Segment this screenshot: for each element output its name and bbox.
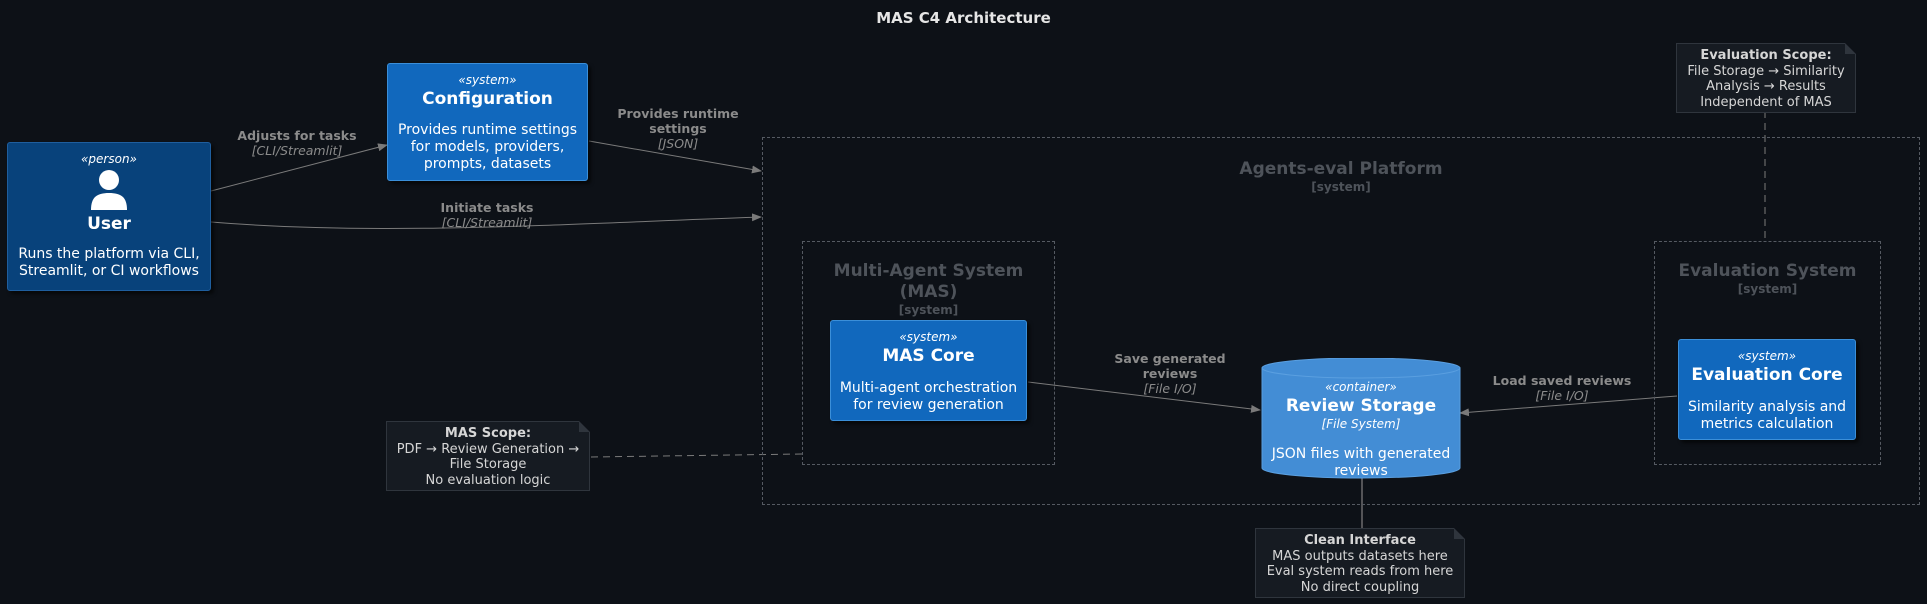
mas-core-node[interactable]: «system» MAS Core Multi-agent orchestrat…: [830, 320, 1027, 421]
configuration-name: Configuration: [422, 89, 553, 109]
platform-title: Agents-eval Platform: [1239, 159, 1443, 179]
edge-initiate: [210, 213, 762, 229]
note-mas-scope-title: MAS Scope:: [444, 426, 532, 441]
note-evaluation-scope: Evaluation Scope: File Storage → Similar…: [1676, 43, 1856, 113]
user-name: User: [87, 214, 131, 234]
configuration-description: Provides runtime settings for models, pr…: [397, 122, 578, 172]
cylinder-icon: [1261, 358, 1461, 479]
eval-system-boundary: Evaluation System [system]: [1654, 241, 1881, 465]
configuration-stereotype: «system»: [458, 73, 517, 87]
configuration-node[interactable]: «system» Configuration Provides runtime …: [387, 63, 588, 181]
edge-adjusts: [210, 143, 388, 192]
note-clean-interface-title: Clean Interface: [1304, 533, 1416, 548]
platform-boundary: Agents-eval Platform [system]: [762, 137, 1920, 505]
review-storage-name: Review Storage: [1285, 396, 1437, 416]
edge-label-adjusts: Adjusts for tasks [CLI/Streamlit]: [237, 128, 357, 158]
eval-system-title: Evaluation System: [1678, 261, 1857, 281]
evaluation-core-description: Similarity analysis and metrics calculat…: [1687, 399, 1847, 432]
note-clean-interface: Clean Interface MAS outputs datasets her…: [1255, 528, 1465, 598]
note-eval-scope-title: Evaluation Scope:: [1700, 48, 1832, 63]
review-storage-technology: [File System]: [1321, 417, 1401, 431]
edge-label-initiate: Initiate tasks [CLI/Streamlit]: [440, 200, 534, 230]
platform-type: [system]: [1311, 180, 1371, 194]
review-storage-stereotype: «container»: [1325, 380, 1397, 394]
review-storage-description: JSON files with generated reviews: [1271, 446, 1451, 479]
note-mas-scope: MAS Scope: PDF → Review Generation → Fil…: [386, 421, 590, 491]
review-storage-node[interactable]: «container» Review Storage [File System]…: [1261, 358, 1461, 480]
user-node[interactable]: «person» User Runs the platform via CLI,…: [7, 142, 211, 291]
user-description: Runs the platform via CLI, Streamlit, or…: [18, 246, 200, 279]
person-icon: [91, 170, 127, 210]
mas-system-boundary: Multi-Agent System (MAS) [system]: [802, 241, 1055, 465]
mas-core-stereotype: «system»: [899, 330, 958, 344]
mas-core-description: Multi-agent orchestration for review gen…: [839, 380, 1018, 413]
edge-save: [1027, 381, 1261, 413]
edge-label-save: Save generated reviews [File I/O]: [1114, 351, 1226, 396]
edge-label-load: Load saved reviews [File I/O]: [1492, 373, 1632, 403]
evaluation-core-stereotype: «system»: [1737, 349, 1797, 363]
edge-load: [1459, 395, 1678, 417]
mas-core-name: MAS Core: [882, 346, 975, 366]
mas-system-title: Multi-Agent System (MAS): [833, 261, 1024, 302]
evaluation-core-name: Evaluation Core: [1691, 365, 1843, 385]
user-stereotype: «person»: [81, 152, 137, 166]
diagram-title: MAS C4 Architecture: [876, 9, 1051, 27]
mas-system-type: [system]: [898, 303, 959, 317]
edge-label-provides: Provides runtime settings [JSON]: [617, 106, 739, 151]
edge-provides: [588, 140, 762, 174]
eval-system-type: [system]: [1737, 282, 1798, 296]
evaluation-core-node[interactable]: «system» Evaluation Core Similarity anal…: [1678, 339, 1856, 440]
